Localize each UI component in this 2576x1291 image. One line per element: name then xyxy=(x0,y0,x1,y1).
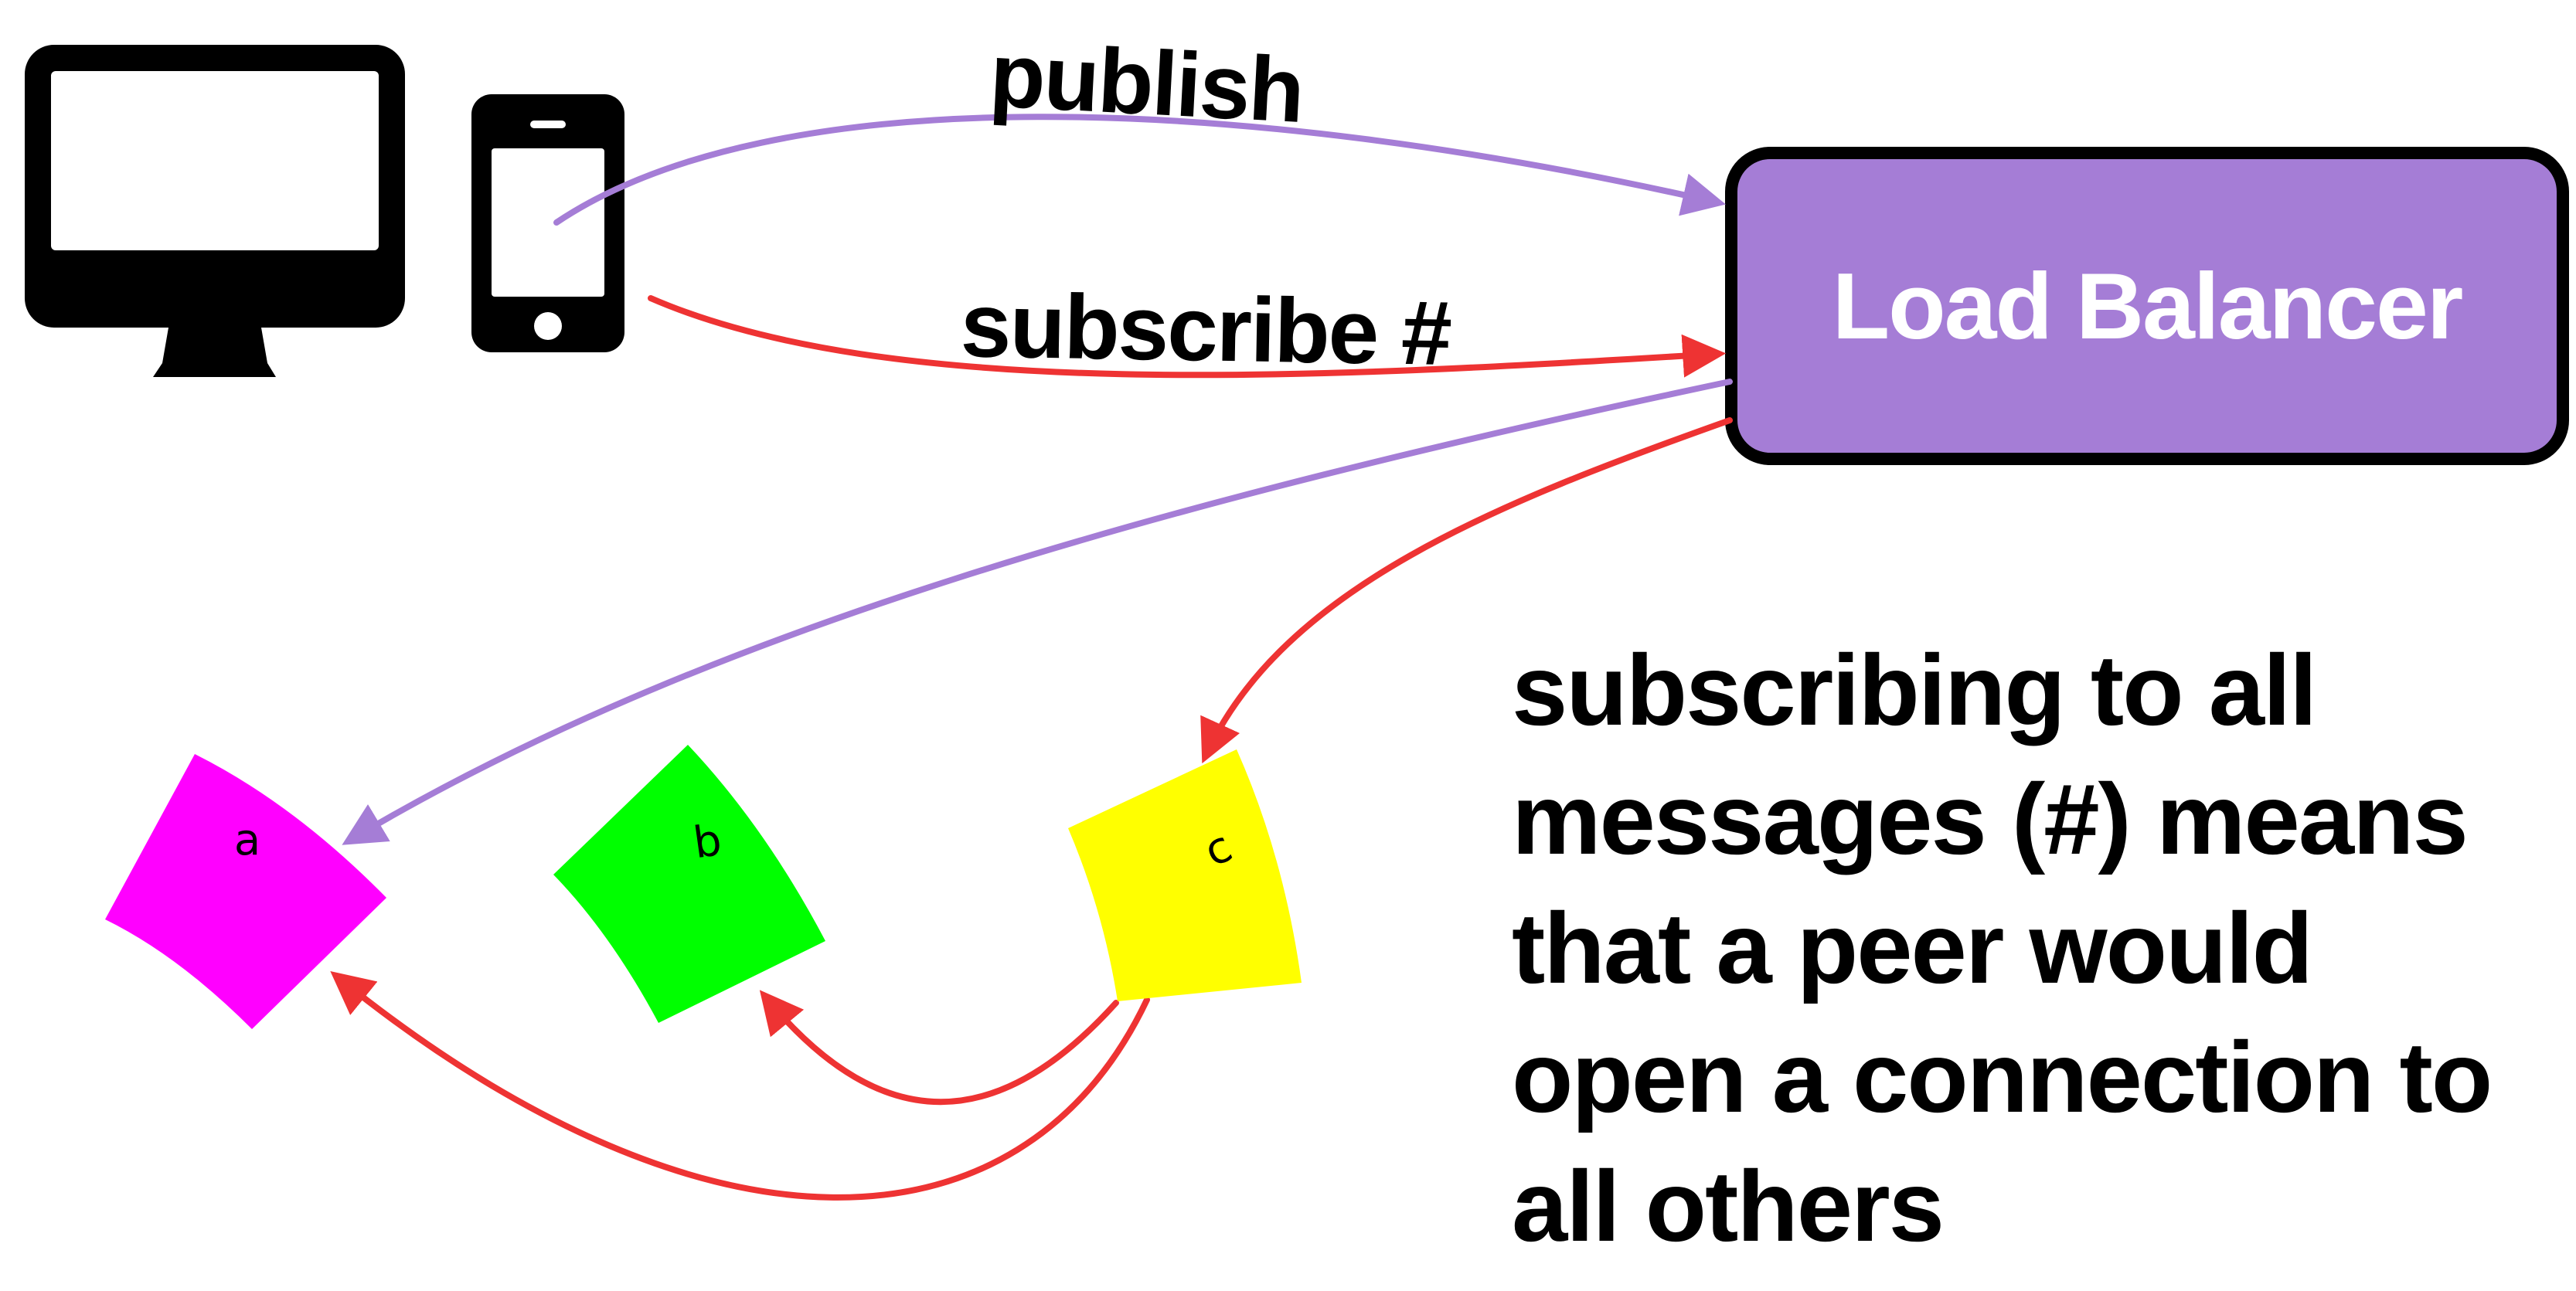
load-balancer-box xyxy=(1725,147,2569,465)
subscribe-label: subscribe # xyxy=(959,274,1451,386)
note-line-3: that a peer would xyxy=(1512,892,2313,1004)
node-c-to-a-edge xyxy=(330,970,1150,1201)
note-line-1: subscribing to all xyxy=(1512,634,2317,746)
node-c-to-b-edge xyxy=(759,990,1119,1106)
lb-to-node-c-edge xyxy=(1200,417,1733,764)
desktop-monitor-icon xyxy=(25,45,405,377)
node-c xyxy=(1068,749,1302,1001)
note-line-4: open a connection to xyxy=(1512,1021,2493,1133)
publish-edge xyxy=(553,114,1726,226)
lb-to-node-a-edge xyxy=(342,379,1733,845)
node-a xyxy=(105,754,386,1029)
explanation-note: subscribing to all messages (#) means th… xyxy=(1512,626,2493,1271)
smartphone-icon xyxy=(471,94,624,352)
node-a-label: a xyxy=(234,815,260,865)
note-line-5: all others xyxy=(1512,1150,1945,1262)
publish-label: publish xyxy=(987,24,1306,143)
load-balancer-label: Load Balancer xyxy=(1832,253,2464,358)
subscribe-edge xyxy=(648,295,1727,379)
node-b xyxy=(553,745,825,1023)
note-line-2: messages (#) means xyxy=(1512,763,2469,875)
